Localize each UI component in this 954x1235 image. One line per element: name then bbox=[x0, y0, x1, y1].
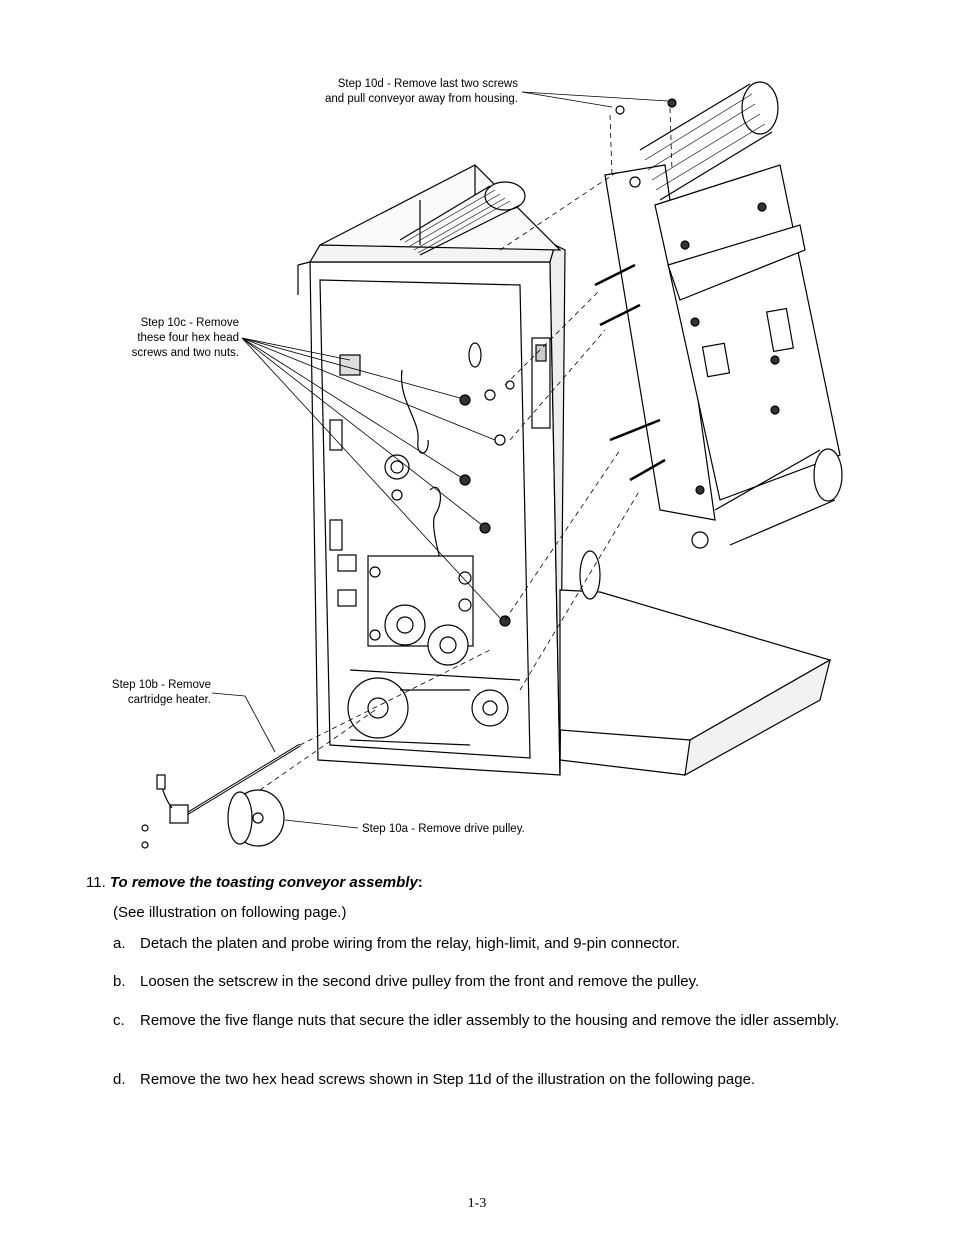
callout-line: Step 10b - Remove bbox=[111, 679, 211, 691]
step-a: a. Detach the platen and probe wiring fr… bbox=[113, 934, 873, 954]
callout-step-10b: Step 10b - Remove cartridge heater. bbox=[80, 678, 211, 708]
alignment-lines bbox=[259, 107, 673, 791]
rear-roller bbox=[399, 181, 526, 256]
drive-pulley bbox=[227, 789, 285, 847]
section-note: (See illustration on following page.) bbox=[113, 904, 347, 921]
page-number: 1-3 bbox=[467, 1196, 487, 1211]
step-text: Remove the two hex head screws shown in … bbox=[140, 1071, 756, 1088]
step-letter: a. bbox=[113, 935, 126, 952]
callout-step-10d: Step 10d - Remove last two screws and pu… bbox=[280, 77, 518, 107]
step-d: d. Remove the two hex head screws shown … bbox=[113, 1070, 873, 1090]
conveyor-assembly bbox=[594, 81, 843, 549]
callout-line: cartridge heater. bbox=[127, 694, 211, 706]
leader-lines bbox=[211, 91, 669, 829]
step-text: Detach the platen and probe wiring from … bbox=[140, 935, 681, 952]
callout-step-10c: Step 10c - Remove these four hex head sc… bbox=[100, 316, 239, 361]
section-title-colon: : bbox=[417, 874, 423, 891]
section-title: To remove the toasting conveyor assembly bbox=[109, 874, 418, 891]
callout-line: and pull conveyor away from housing. bbox=[324, 93, 518, 105]
step-c: c. Remove the five flange nuts that secu… bbox=[113, 1011, 873, 1031]
callout-line: Step 10a - Remove drive pulley. bbox=[362, 823, 525, 835]
callout-step-10a: Step 10a - Remove drive pulley. bbox=[362, 822, 525, 837]
callout-line: these four hex head bbox=[137, 332, 239, 344]
conveyor-exploded-illustration bbox=[141, 81, 843, 849]
section-number: 11. bbox=[86, 874, 106, 891]
exploded-screws bbox=[141, 98, 677, 849]
section-heading: 11. To remove the toasting conveyor asse… bbox=[86, 874, 423, 891]
step-text: Loosen the setscrew in the second drive … bbox=[140, 973, 700, 990]
step-text: Remove the five flange nuts that secure … bbox=[140, 1012, 840, 1029]
callout-line: Step 10d - Remove last two screws bbox=[337, 78, 518, 90]
discharge-chute bbox=[559, 550, 832, 777]
step-b: b. Loosen the setscrew in the second dri… bbox=[113, 972, 873, 992]
housing-frame bbox=[297, 164, 566, 776]
step-letter: d. bbox=[113, 1071, 126, 1088]
step-letter: b. bbox=[113, 973, 126, 990]
housing-internals bbox=[329, 342, 521, 746]
cartridge-heater bbox=[156, 743, 301, 824]
step-letter: c. bbox=[113, 1012, 125, 1029]
callout-line: Step 10c - Remove bbox=[140, 317, 239, 329]
callout-line: screws and two nuts. bbox=[131, 347, 239, 359]
